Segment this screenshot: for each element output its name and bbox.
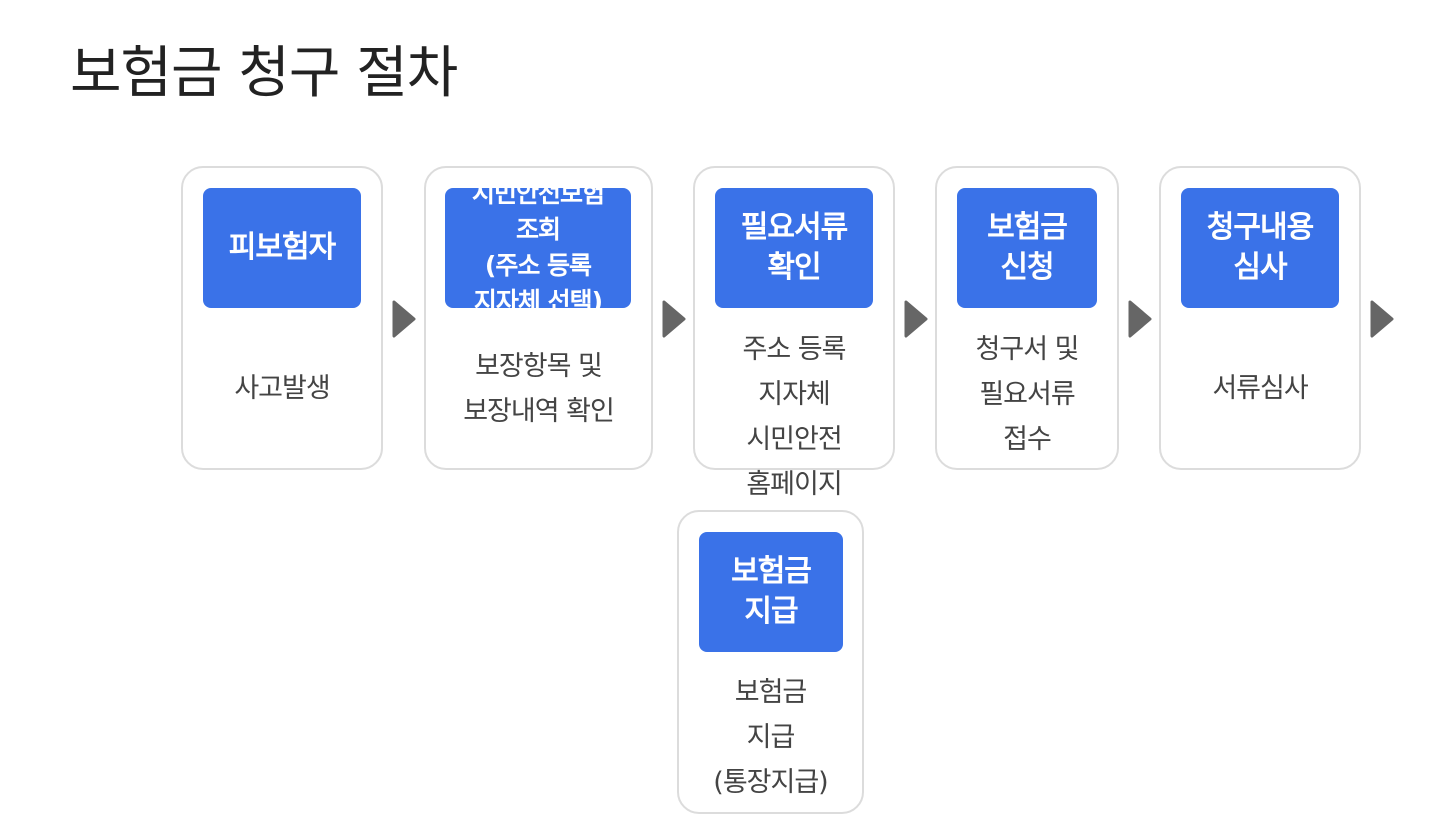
triangle-right-icon — [662, 300, 686, 338]
step-badge-label: 필요서류 확인 — [740, 210, 848, 285]
step-description-1: 사고발생 — [234, 373, 330, 404]
step-description-4: 청구서 및 필요서류 접수 — [975, 334, 1080, 455]
triangle-right-icon — [1370, 300, 1394, 338]
step-badge-2: 시민안전보험 조회 (주소 등록 지자체 선택) — [445, 188, 631, 308]
step-badge-label: 피보험자 — [228, 230, 336, 265]
step-badge-4: 보험금 신청 — [957, 188, 1097, 308]
step-description-2: 보장항목 및 보장내역 확인 — [463, 351, 615, 427]
step-badge-1: 피보험자 — [203, 188, 361, 308]
step-description-6: 보험금 지급 (통장지급) — [713, 677, 828, 798]
page-title: 보험금 청구 절차 — [70, 41, 458, 106]
step-description-5: 서류심사 — [1212, 373, 1308, 404]
step-badge-label: 보험금 신청 — [987, 210, 1068, 285]
step-badge-3: 필요서류 확인 — [715, 188, 873, 308]
step-badge-5: 청구내용 심사 — [1181, 188, 1339, 308]
step-badge-label: 보험금 지급 — [731, 554, 812, 629]
step-badge-label: 시민안전보험 조회 (주소 등록 지자체 선택) — [471, 188, 605, 308]
triangle-right-icon — [1128, 300, 1152, 338]
triangle-right-icon — [904, 300, 928, 338]
triangle-right-icon — [392, 300, 416, 338]
step-badge-label: 청구내용 심사 — [1206, 210, 1314, 285]
step-badge-6: 보험금 지급 — [699, 532, 843, 652]
